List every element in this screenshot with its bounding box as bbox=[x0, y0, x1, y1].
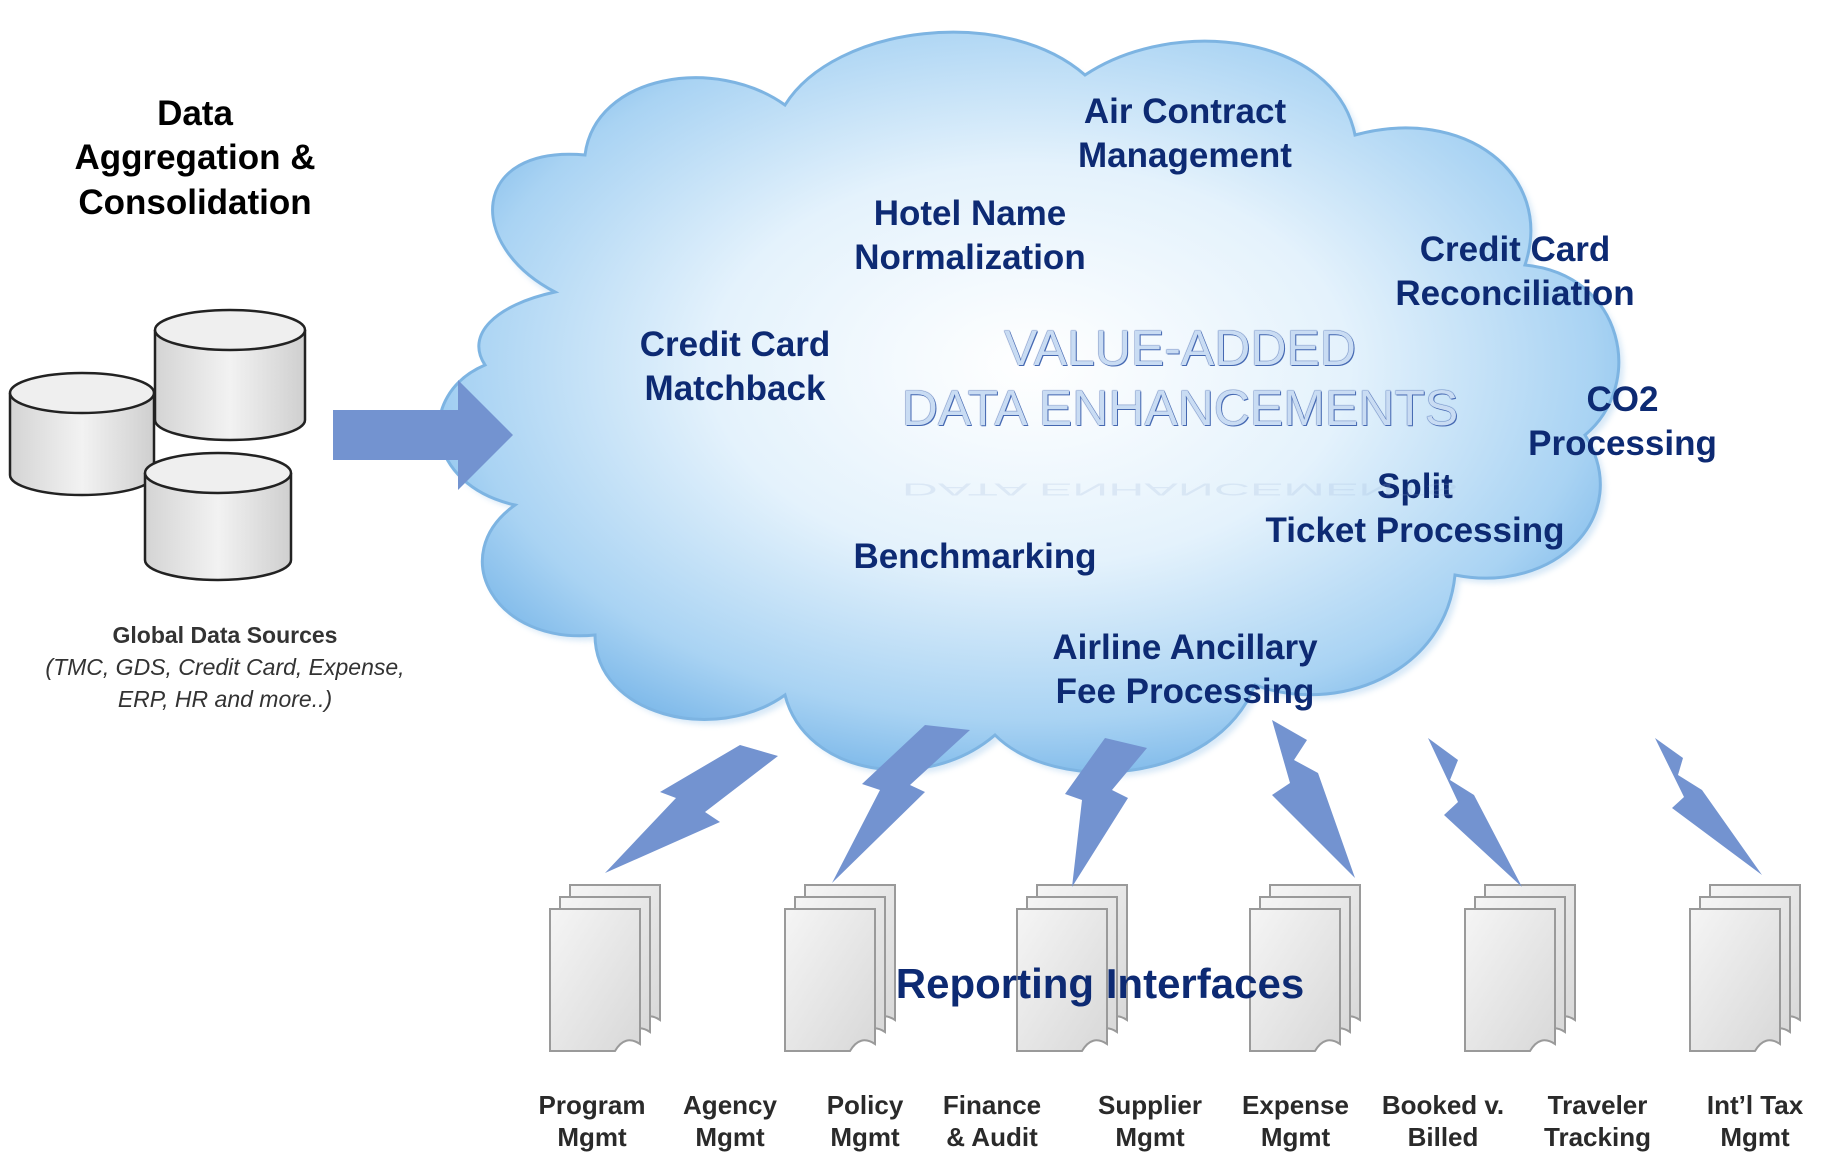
category-booked-v-billed: Booked v. Billed bbox=[1381, 1090, 1505, 1152]
category-supplier-mgmt: Supplier Mgmt bbox=[1097, 1090, 1202, 1152]
document-stack-icon bbox=[1249, 884, 1361, 1052]
lightning-bolt-icon bbox=[1428, 738, 1522, 887]
lightning-bolt-icon bbox=[1655, 738, 1762, 875]
category-traveler-tracking: Traveler Tracking bbox=[1544, 1090, 1651, 1152]
input-arrow-icon bbox=[333, 380, 513, 490]
category-finance-audit: Finance & Audit bbox=[942, 1090, 1042, 1152]
sources-subtitle: (TMC, GDS, Credit Card, Expense, ERP, HR… bbox=[45, 654, 405, 712]
document-stack-icon bbox=[1016, 884, 1128, 1052]
cloud-label-hotel-name: Hotel Name Normalization bbox=[854, 194, 1086, 278]
category-expense-mgmt: Expense Mgmt bbox=[1242, 1090, 1349, 1152]
category-agency-mgmt: Agency Mgmt bbox=[683, 1090, 777, 1152]
data-enhancements-reflection: DATA ENHANCEMENTS bbox=[901, 479, 1459, 500]
database-cylinders bbox=[8, 308, 307, 582]
lightning-bolt-icon bbox=[1272, 720, 1355, 878]
document-stack-icon bbox=[784, 884, 896, 1052]
reporting-interfaces-title: Reporting Interfaces bbox=[895, 960, 1305, 1007]
sources-title: Global Data Sources bbox=[112, 622, 338, 648]
document-stack-icon bbox=[1689, 884, 1801, 1052]
cloud-label-air-contract: Air Contract Management bbox=[1078, 92, 1292, 176]
cloud-label-cc-matchback: Credit Card Matchback bbox=[639, 325, 831, 409]
cloud-label-split-ticket: Split Ticket Processing bbox=[1265, 467, 1565, 551]
database-icon bbox=[8, 371, 156, 497]
lightning-bolt-icon bbox=[1065, 738, 1147, 887]
database-icon bbox=[143, 451, 293, 582]
data-enhancements-heading: DATA ENHANCEMENTS bbox=[901, 380, 1459, 436]
cloud-label-ancillary: Airline Ancillary Fee Processing bbox=[1052, 628, 1318, 712]
category-policy-mgmt: Policy Mgmt bbox=[826, 1090, 904, 1152]
lightning-bolt-icon bbox=[605, 745, 778, 873]
document-stack-icon bbox=[1464, 884, 1576, 1052]
aggregation-title: Data Aggregation & Consolidation bbox=[74, 94, 316, 222]
lightning-bolts bbox=[605, 720, 1762, 887]
category-intl-tax-mgmt: Int’l Tax Mgmt bbox=[1706, 1090, 1804, 1152]
lightning-bolt-icon bbox=[832, 725, 970, 883]
cloud-label-co2: CO2 Processing bbox=[1528, 380, 1717, 464]
document-stack-icon bbox=[549, 884, 661, 1052]
document-stacks bbox=[549, 884, 1801, 1052]
cloud-label-benchmarking: Benchmarking bbox=[853, 537, 1097, 576]
cloud-shape bbox=[437, 30, 1621, 774]
database-icon bbox=[153, 308, 307, 442]
category-program-mgmt: Program Mgmt bbox=[538, 1090, 646, 1152]
cloud bbox=[437, 30, 1624, 778]
value-added-heading: VALUE-ADDED bbox=[1004, 320, 1356, 376]
cloud-label-cc-reconciliation: Credit Card Reconciliation bbox=[1395, 230, 1635, 314]
